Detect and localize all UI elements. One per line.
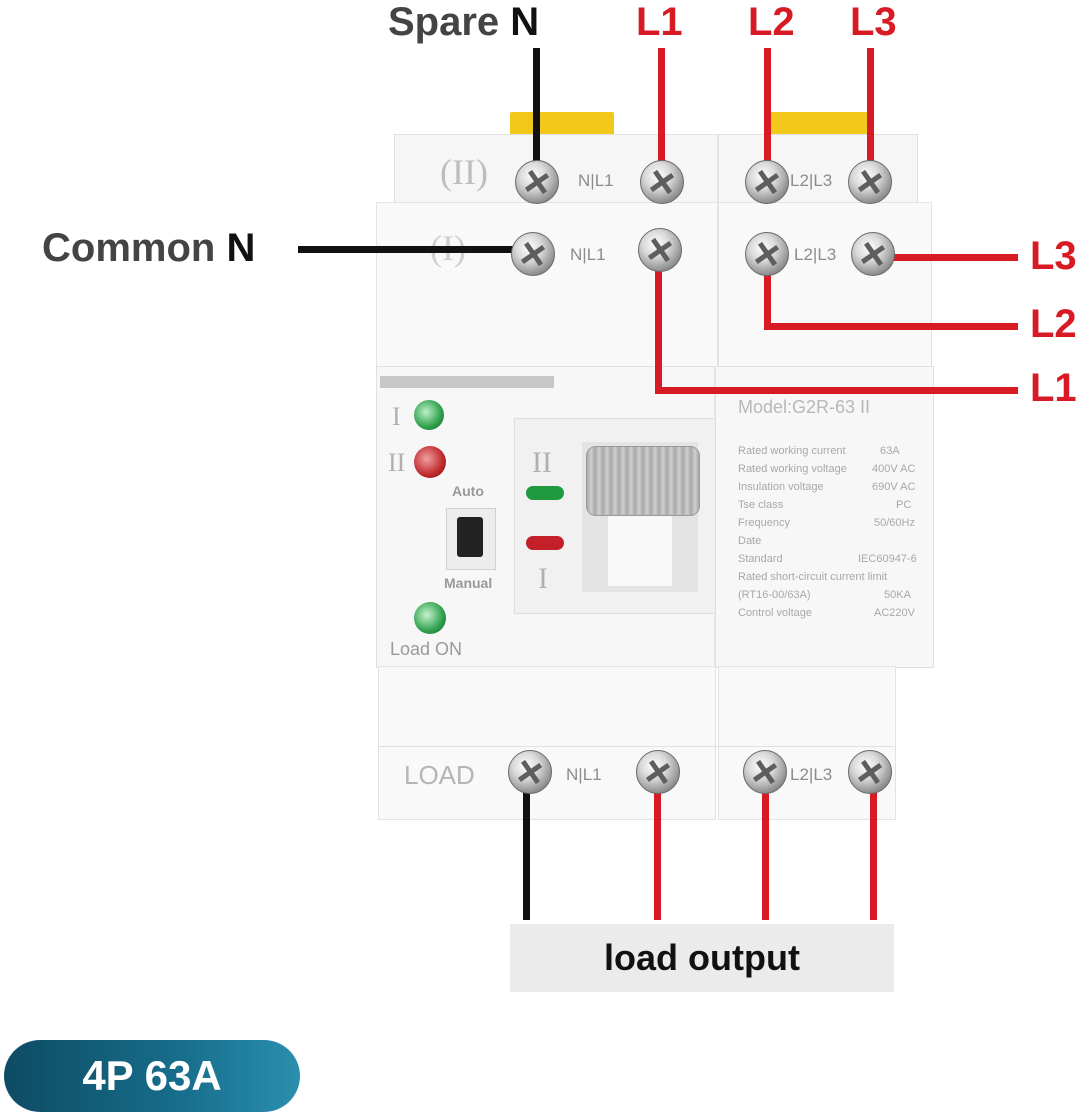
spare-prefix: Spare — [388, 0, 500, 44]
spare-n: N — [510, 0, 540, 44]
module-i-left — [376, 202, 718, 372]
load-l1-wire — [654, 778, 661, 920]
module-i-right — [718, 202, 932, 372]
indicator-i-label: I — [392, 402, 401, 431]
screw-terminal — [636, 750, 680, 794]
screw-terminal — [848, 160, 892, 204]
spec-value: IEC60947-6 — [858, 553, 917, 565]
spec-label: (RT16-00/63A) — [738, 589, 811, 601]
right-l2-wire-v — [764, 256, 771, 330]
screw-terminal — [638, 228, 682, 272]
top-l2-label: L2 — [748, 0, 795, 44]
spec-label: Tse class — [738, 499, 784, 511]
spec-label: Rated working current — [738, 445, 846, 457]
terminal-label-load-left: N|L1 — [566, 765, 602, 784]
indicator-i-led — [414, 400, 444, 430]
module-ii-label: (II) — [440, 152, 488, 192]
spec-value: 400V AC — [872, 463, 916, 475]
load-divider — [378, 746, 894, 747]
load-label: LOAD — [404, 760, 475, 790]
lever-i-label: I — [538, 562, 548, 595]
spec-label: Control voltage — [738, 607, 812, 619]
terminal-label-load-right: L2|L3 — [790, 765, 833, 784]
spec-label: Frequency — [738, 517, 790, 529]
spec-label: Date — [738, 535, 762, 547]
top-clip-left — [510, 112, 614, 136]
top-l2-wire — [764, 48, 771, 180]
right-l3-wire — [882, 254, 1018, 261]
spec-value: 63A — [880, 445, 900, 457]
manual-label: Manual — [444, 575, 493, 591]
right-l2-wire-h — [764, 323, 1018, 330]
load-l3-wire — [870, 778, 877, 920]
load-module-right — [718, 666, 896, 820]
rating-badge: 4P 63A — [4, 1040, 300, 1112]
right-l1-wire-v — [655, 256, 662, 394]
load-output-label: load output — [604, 937, 800, 978]
common-prefix: Common — [42, 226, 216, 270]
mode-switch-knob — [457, 517, 483, 557]
top-clip-right — [770, 112, 874, 136]
common-label: Common N — [42, 228, 255, 268]
terminal-label-i-left: N|L1 — [570, 245, 606, 264]
screw-terminal — [848, 750, 892, 794]
position-led-green — [526, 486, 564, 500]
common-n-wire — [298, 246, 518, 253]
terminal-label-ii-left: N|L1 — [578, 171, 614, 190]
spare-n-wire — [533, 48, 540, 180]
spec-value: AC220V — [874, 607, 915, 619]
spare-label: Spare N — [388, 2, 539, 42]
load-n-wire — [523, 778, 530, 920]
right-l1-label: L1 — [1030, 366, 1077, 410]
spec-label: Rated short-circuit current limit — [738, 571, 888, 583]
rating-badge-label: 4P 63A — [82, 1052, 222, 1099]
screw-terminal — [745, 160, 789, 204]
load-on-label: Load ON — [390, 639, 463, 659]
panel-strip — [380, 376, 554, 388]
right-l3-label: L3 — [1030, 234, 1077, 278]
spec-label: Insulation voltage — [738, 481, 824, 493]
terminal-label-i-right: L2|L3 — [794, 245, 837, 264]
load-l2-wire — [762, 778, 769, 920]
screw-terminal — [511, 232, 555, 276]
position-led-red — [526, 536, 564, 550]
indicator-ii-led — [414, 446, 446, 478]
screw-terminal — [745, 232, 789, 276]
spec-label: Standard — [738, 553, 783, 565]
lever-handle[interactable] — [586, 446, 700, 516]
screw-terminal — [508, 750, 552, 794]
indicator-ii-label: II — [388, 448, 406, 477]
spec-value: 50KA — [884, 589, 911, 601]
common-n: N — [226, 226, 256, 270]
mode-switch[interactable] — [446, 508, 496, 570]
nameplate-model: Model:G2R-63 II — [738, 397, 871, 417]
top-l3-label: L3 — [850, 0, 897, 44]
screw-terminal — [851, 232, 895, 276]
load-on-led — [414, 602, 446, 634]
spec-value: PC — [896, 499, 912, 511]
screw-terminal — [640, 160, 684, 204]
auto-label: Auto — [452, 483, 484, 499]
terminal-label-ii-right: L2|L3 — [790, 171, 833, 190]
top-l1-label: L1 — [636, 0, 683, 44]
top-l1-wire — [658, 48, 665, 180]
load-output-box: load output — [510, 924, 894, 992]
lever-gap — [608, 514, 672, 586]
screw-terminal — [515, 160, 559, 204]
spec-value: 50/60Hz — [874, 517, 915, 529]
load-module-left — [378, 666, 716, 820]
ats-device — [376, 112, 934, 830]
right-l1-wire-h — [655, 387, 1018, 394]
spec-label: Rated working voltage — [738, 463, 847, 475]
spec-value: 690V AC — [872, 481, 916, 493]
right-l2-label: L2 — [1030, 302, 1077, 346]
screw-terminal — [743, 750, 787, 794]
lever-ii-label: II — [532, 446, 552, 479]
top-l3-wire — [867, 48, 874, 180]
